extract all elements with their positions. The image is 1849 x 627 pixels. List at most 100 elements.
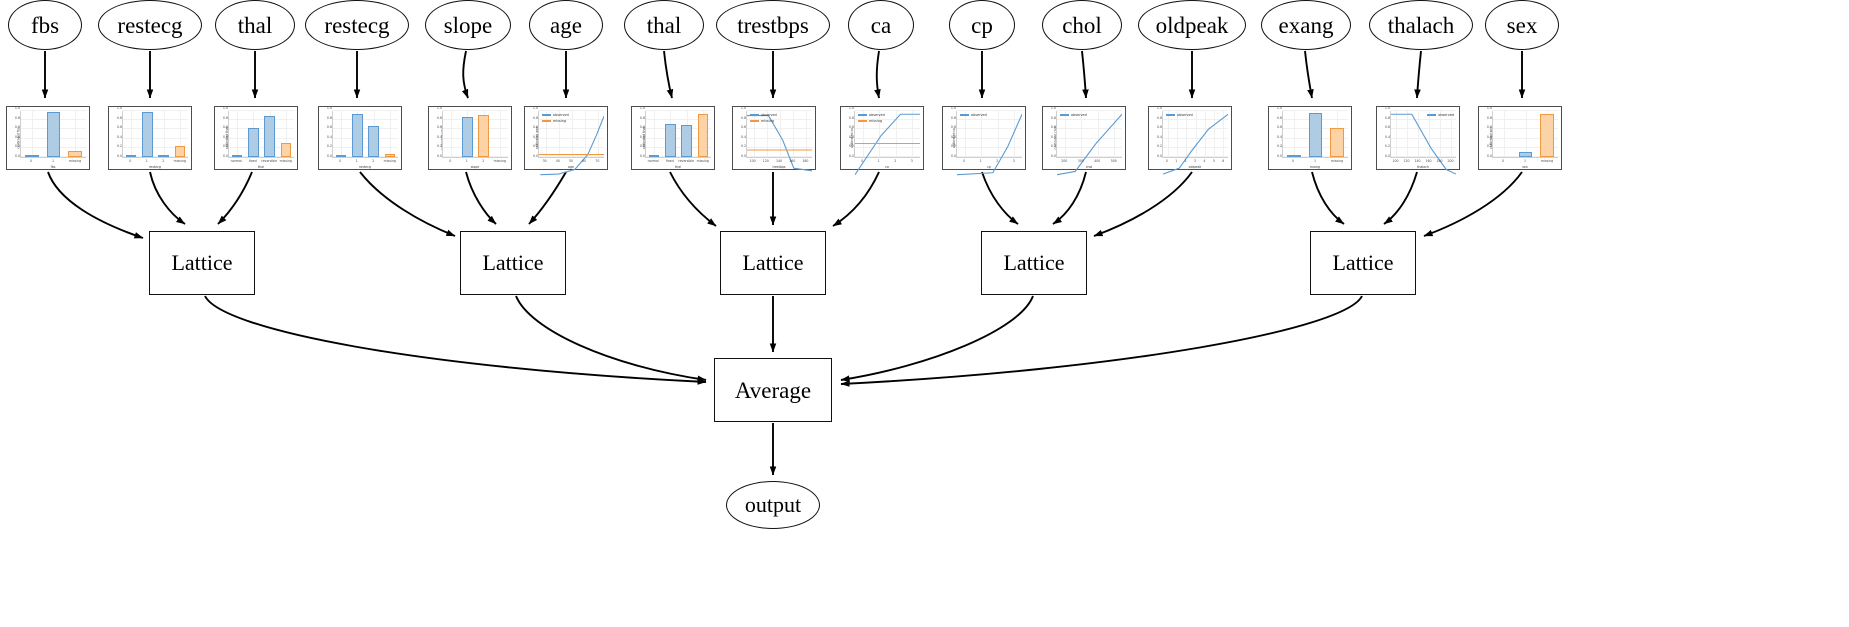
output-label: output	[744, 492, 802, 517]
legend-swatch	[750, 120, 759, 122]
lattice-label: Lattice	[482, 250, 544, 275]
average-node[interactable]: Average	[714, 358, 832, 422]
legend-swatch	[858, 114, 867, 116]
bar-series	[21, 111, 86, 157]
bar-1	[142, 112, 153, 157]
input-node-thal-1[interactable]: thal	[215, 0, 295, 50]
lattice-node-1[interactable]: Lattice	[460, 231, 566, 295]
input-node-trestbps[interactable]: trestbps	[716, 0, 830, 50]
legend-label: observed	[1177, 113, 1193, 117]
x-axis-label: sex	[1522, 165, 1528, 169]
calibrator-panel-chol-10[interactable]: calibrated chol0.00.20.40.60.81.02003004…	[1042, 106, 1126, 170]
plot-area	[854, 110, 920, 158]
input-node-sex[interactable]: sex	[1485, 0, 1559, 50]
input-node-chol[interactable]: chol	[1042, 0, 1122, 50]
x-axis-label: thal	[674, 165, 682, 169]
bar-normal	[648, 155, 660, 157]
plot-area	[1282, 110, 1348, 158]
x-axis-label: restecg	[359, 165, 371, 169]
legend-swatch	[1427, 114, 1437, 116]
calibrator-panel-restecg-1[interactable]: calibrated restecg0.00.20.40.60.81.0012m…	[108, 106, 192, 170]
bar-series	[646, 111, 711, 157]
input-node-restecg-1[interactable]: restecg	[98, 0, 202, 50]
bar-missing	[697, 114, 709, 157]
input-node-age[interactable]: age	[529, 0, 603, 50]
input-node-ca[interactable]: ca	[848, 0, 914, 50]
input-node-label: thal	[237, 12, 273, 38]
input-node-oldpeak[interactable]: oldpeak	[1138, 0, 1246, 50]
legend-label: observed	[869, 113, 885, 117]
lattice-node-2[interactable]: Lattice	[720, 231, 826, 295]
legend-item-observed: observed	[1060, 112, 1087, 118]
bar-0	[125, 155, 137, 157]
line-observed	[1057, 114, 1122, 174]
line-observed	[855, 114, 920, 174]
x-axis-label: age	[568, 165, 574, 169]
lattice-node-3[interactable]: Lattice	[981, 231, 1087, 295]
calibrator-panel-thalach-13[interactable]: calibrated thalach0.00.20.40.60.81.01001…	[1376, 106, 1460, 170]
calibrator-panel-oldpeak-11[interactable]: calibrated oldpeak0.00.20.40.60.81.00123…	[1148, 106, 1232, 170]
calibrator-panel-age-5[interactable]: calibrated age0.00.20.40.60.81.030405060…	[524, 106, 608, 170]
input-node-cp[interactable]: cp	[949, 0, 1015, 50]
lattice-label: Lattice	[171, 250, 233, 275]
legend-item-missing: missing	[858, 118, 885, 124]
input-node-label: thal	[646, 12, 682, 38]
bar-reversible	[681, 124, 692, 157]
plot-area	[645, 110, 711, 158]
input-node-restecg-2[interactable]: restecg	[305, 0, 409, 50]
bar-0	[24, 155, 39, 157]
lattice-node-4[interactable]: Lattice	[1310, 231, 1416, 295]
bar-1	[462, 116, 473, 157]
input-node-label: restecg	[324, 12, 390, 38]
input-node-slope[interactable]: slope	[425, 0, 511, 50]
calibrator-panel-thal-6[interactable]: calibrated thal0.00.20.40.60.81.0normalf…	[631, 106, 715, 170]
line-observed	[957, 114, 1022, 174]
input-node-fbs[interactable]: fbs	[8, 0, 82, 50]
output-node[interactable]: output	[726, 481, 820, 529]
legend-label: observed	[761, 113, 777, 117]
calibrator-panel-exang-12[interactable]: calibrated exang0.00.20.40.60.81.001miss…	[1268, 106, 1352, 170]
legend-item-observed: observed	[1166, 112, 1193, 118]
plot-area	[228, 110, 294, 158]
calibrator-panel-trestbps-7[interactable]: calibrated trestbps0.00.20.40.60.81.0100…	[732, 106, 816, 170]
bar-series	[333, 111, 398, 157]
legend-item-observed: observed	[542, 112, 569, 118]
plot-area	[332, 110, 398, 158]
chart-legend: observed	[1427, 112, 1454, 118]
legend-item-observed: observed	[750, 112, 777, 118]
input-node-label: thalach	[1387, 12, 1455, 38]
input-node-exang[interactable]: exang	[1261, 0, 1351, 50]
bar-0	[335, 155, 347, 157]
input-node-thalach[interactable]: thalach	[1369, 0, 1473, 50]
calibrator-panel-slope-4[interactable]: calibrated slope0.00.20.40.60.81.0012mis…	[428, 106, 512, 170]
input-node-label: exang	[1278, 12, 1334, 38]
legend-label: observed	[1438, 113, 1454, 117]
legend-swatch	[542, 114, 551, 116]
input-node-thal-2[interactable]: thal	[624, 0, 704, 50]
grid-lines	[957, 110, 1022, 157]
legend-label: missing	[553, 119, 567, 123]
lattice-node-0[interactable]: Lattice	[149, 231, 255, 295]
calibrator-panel-restecg-3[interactable]: calibrated restecg0.00.20.40.60.81.0012m…	[318, 106, 402, 170]
input-node-label: chol	[1062, 12, 1102, 38]
calibrator-panel-thal-2[interactable]: calibrated thal0.00.20.40.60.81.0normalf…	[214, 106, 298, 170]
bar-missing	[68, 151, 83, 157]
bar-reversible	[264, 115, 275, 157]
legend-item-missing: missing	[542, 118, 569, 124]
